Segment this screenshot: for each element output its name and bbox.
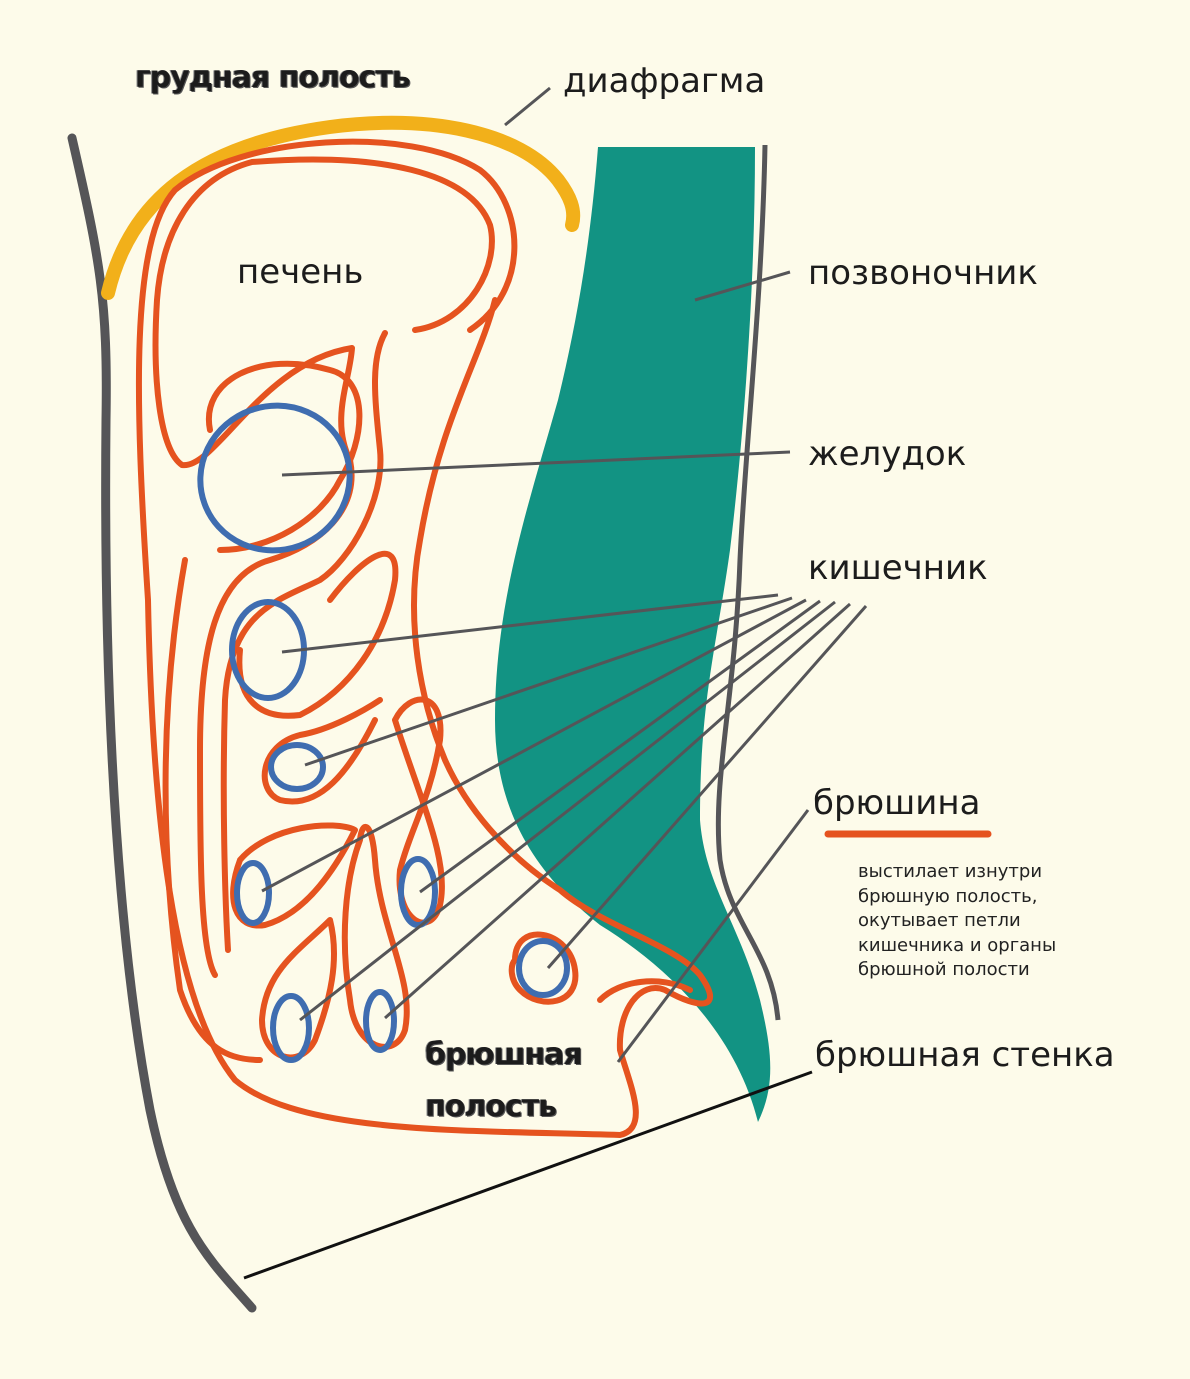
diaphragm-shape — [101, 115, 581, 300]
abdominal-wall-leader — [243, 1070, 813, 1280]
intestine-loop — [234, 860, 272, 926]
stomach-shape — [197, 402, 353, 554]
spine-shape — [495, 147, 771, 1122]
intestine-loop — [516, 938, 570, 998]
note-line: брюшную полость, — [858, 885, 1038, 907]
peritoneum-note: выстилает изнутри брюшную полость, окуты… — [858, 860, 1056, 983]
back-wall-line — [715, 144, 781, 1021]
label-liver: печень — [237, 252, 364, 292]
label-abdominal-cavity-2: полость — [425, 1089, 557, 1124]
label-abdominal-cavity-1: брюшная — [425, 1037, 583, 1072]
label-intestine: кишечник — [808, 548, 988, 588]
intestine-loop — [270, 993, 312, 1063]
leader-lines — [261, 86, 868, 1063]
label-thoracic-cavity: грудная полость — [135, 60, 411, 95]
note-line: выстилает изнутри — [858, 861, 1043, 882]
front-abdominal-wall — [67, 133, 257, 1313]
label-spine: позвоночник — [808, 253, 1038, 293]
note-line: кишечника и органы — [858, 934, 1057, 956]
organs — [197, 402, 570, 1063]
note-line: окутывает петли — [858, 910, 1021, 931]
note-line: брюшной полости — [858, 959, 1030, 980]
label-peritoneum: брюшина — [813, 783, 981, 823]
label-abdominal-wall: брюшная стенка — [815, 1035, 1115, 1075]
intestine-loop — [398, 856, 438, 928]
intestine-loop — [363, 989, 397, 1053]
intestine-loop — [268, 742, 326, 792]
label-stomach: желудок — [808, 434, 967, 474]
label-diaphragm: диафрагма — [563, 61, 766, 101]
